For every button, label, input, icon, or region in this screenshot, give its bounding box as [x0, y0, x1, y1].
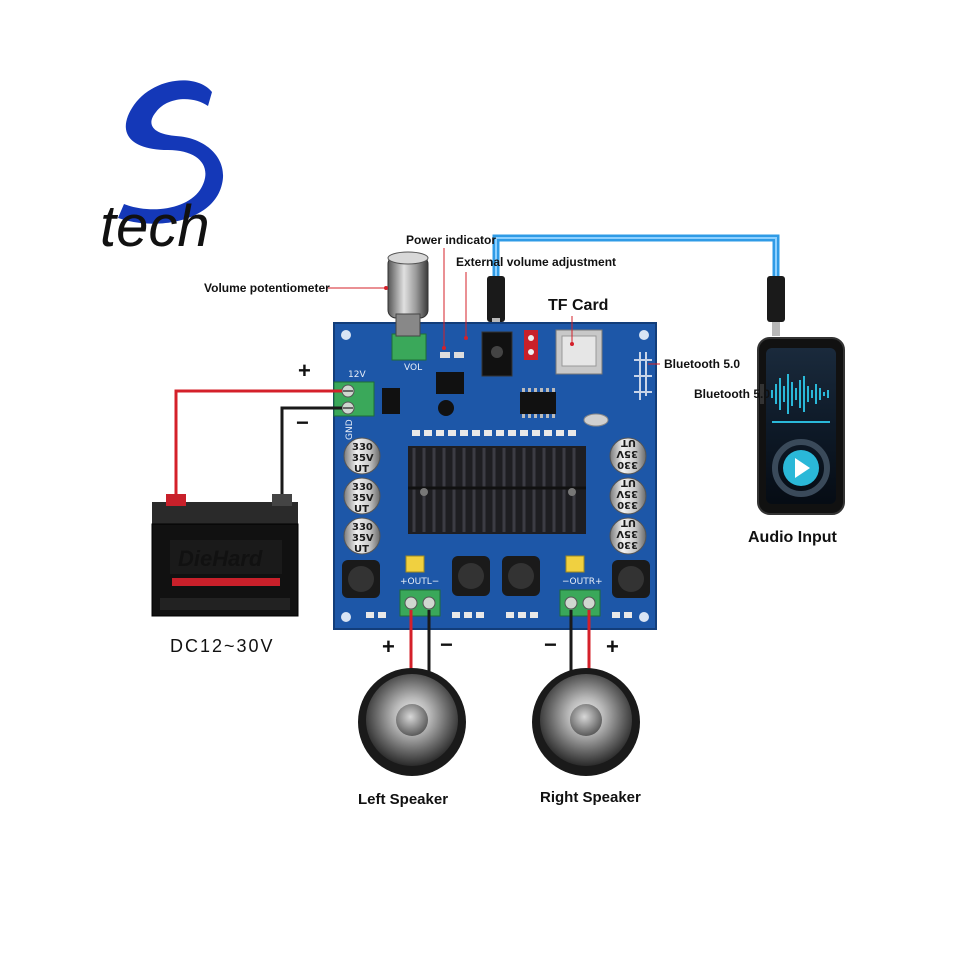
svg-text:330: 330 — [617, 499, 638, 510]
bluetooth-antenna — [634, 352, 652, 400]
volume-knob — [387, 251, 429, 337]
speaker-wires — [409, 610, 591, 672]
capacitor-right-3: 330 35V UT — [609, 517, 647, 555]
logo-e-glyph — [118, 80, 224, 224]
svg-text:35V: 35V — [352, 493, 374, 504]
pot-base — [391, 333, 427, 361]
right-speaker-label: Right Speaker — [540, 789, 641, 806]
svg-text:330: 330 — [352, 522, 373, 533]
power-wires — [174, 389, 342, 512]
audio-input-label: Audio Input — [748, 529, 838, 546]
svg-text:UT: UT — [354, 464, 369, 475]
capacitor-right-2: 330 35V UT — [609, 477, 647, 515]
wire-positive — [174, 389, 342, 512]
heatsink — [408, 446, 586, 534]
inductor-3 — [502, 556, 540, 596]
svg-text:35V: 35V — [352, 533, 374, 544]
right-output-terminal — [559, 589, 601, 617]
svg-text:UT: UT — [621, 477, 636, 488]
svg-text:35V: 35V — [352, 453, 374, 464]
board-outr-label: −OUTR+ — [562, 577, 603, 587]
left-speaker-label: Left Speaker — [358, 791, 448, 808]
board-input-label: 12V — [348, 370, 366, 380]
waveform — [771, 374, 829, 414]
right-plus-sign: + — [606, 634, 619, 659]
wire-negative — [280, 406, 342, 506]
left-output-terminal — [399, 589, 441, 617]
svg-text:330: 330 — [617, 539, 638, 550]
battery: DieHard — [151, 494, 299, 617]
left-plus-sign: + — [382, 634, 395, 659]
svg-text:UT: UT — [621, 437, 636, 448]
play-button-ring — [772, 439, 830, 497]
bluetooth-chip — [520, 392, 556, 414]
svg-text:330: 330 — [352, 442, 373, 453]
company-logo: tech — [100, 80, 224, 259]
capacitor-left-1: 330 35V UT — [343, 437, 381, 475]
power-indicator-label: Power indicator — [406, 233, 496, 247]
svg-text:35V: 35V — [616, 488, 638, 499]
svg-text:35V: 35V — [616, 448, 638, 459]
audio-cable — [487, 234, 785, 336]
svg-text:UT: UT — [354, 504, 369, 515]
power-terminal — [333, 381, 375, 417]
left-minus-sign: − — [440, 632, 453, 657]
svg-text:UT: UT — [354, 544, 369, 555]
inductor-4 — [612, 560, 650, 598]
logo-text: tech — [100, 194, 210, 259]
power-plus-sign: + — [298, 358, 311, 383]
svg-text:35V: 35V — [616, 528, 638, 539]
svg-text:UT: UT — [621, 517, 636, 528]
bluetooth-phone-label: Bluetooth 5.0 — [694, 387, 770, 401]
board-gnd-label: GND — [345, 419, 355, 440]
tf-card-label: TF Card — [548, 297, 608, 314]
svg-text:330: 330 — [352, 482, 373, 493]
battery-brand: DieHard — [178, 546, 263, 571]
board-vol-label: VOL — [404, 363, 422, 373]
cable-plug-phone — [767, 276, 785, 322]
svg-text:330: 330 — [617, 459, 638, 470]
board-outl-label: +OUTL− — [400, 577, 439, 587]
power-minus-sign: − — [296, 410, 309, 435]
phone — [757, 337, 845, 515]
external-volume-label: External volume adjustment — [456, 255, 616, 269]
inductor-1 — [342, 560, 380, 598]
tf-card-slot — [555, 329, 603, 375]
inductor-2 — [452, 556, 490, 596]
dc-voltage-label: DC12~30V — [170, 636, 275, 656]
right-speaker — [532, 668, 640, 776]
play-icon — [795, 458, 810, 478]
capacitor-left-3: 330 35V UT — [343, 517, 381, 555]
bluetooth-board-label: Bluetooth 5.0 — [664, 357, 740, 371]
right-minus-sign: − — [544, 632, 557, 657]
cable-plug-board — [487, 276, 505, 322]
left-speaker — [358, 668, 466, 776]
capacitor-right-1: 330 35V UT — [609, 437, 647, 475]
capacitor-left-2: 330 35V UT — [343, 477, 381, 515]
amplifier-board: GND 12V VOL — [333, 322, 657, 630]
volume-pot-label: Volume potentiometer — [204, 281, 330, 295]
